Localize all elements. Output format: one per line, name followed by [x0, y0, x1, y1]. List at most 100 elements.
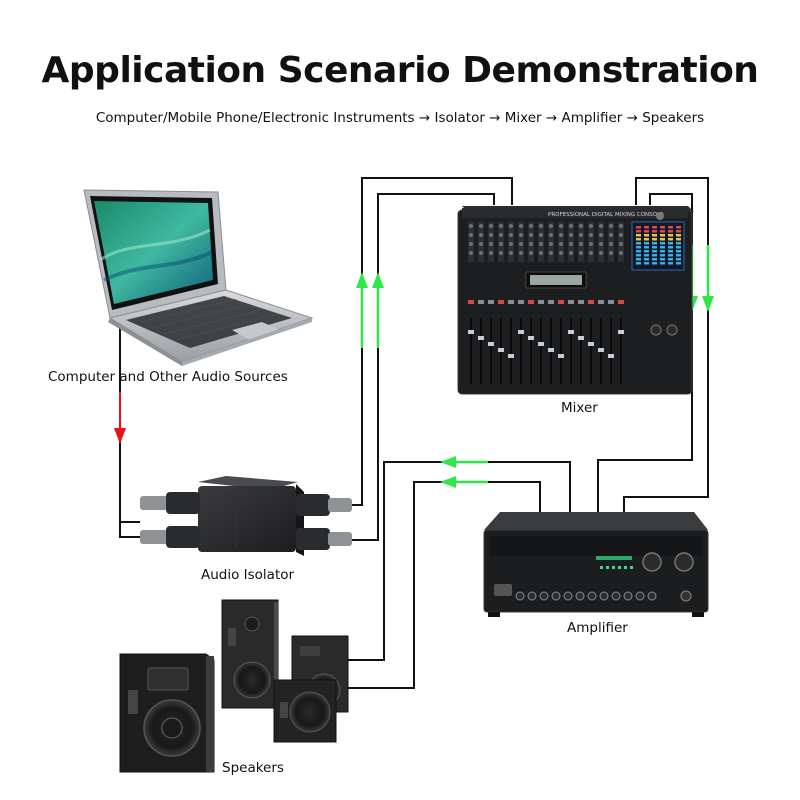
- channel-knob: [589, 242, 593, 246]
- meter-led: [660, 230, 665, 233]
- mixer-icon: PROFESSIONAL DIGITAL MIXING CONSOLE: [457, 206, 694, 395]
- amp-knob: [587, 591, 597, 601]
- green-arrow-up-1: [356, 272, 368, 348]
- channel-knob: [469, 242, 473, 246]
- channel-knob: [529, 242, 533, 246]
- channel-knob: [519, 224, 523, 228]
- meter-led: [644, 258, 649, 261]
- channel-knob: [579, 251, 583, 255]
- fader-cap: [618, 330, 624, 334]
- channel-button: [558, 300, 564, 304]
- channel-knob: [479, 242, 483, 246]
- channel-button: [578, 300, 584, 304]
- amp-knob: [539, 591, 549, 601]
- meter-led: [660, 258, 665, 261]
- channel-knob: [559, 242, 563, 246]
- meter-led: [660, 242, 665, 245]
- channel-knob: [559, 233, 563, 237]
- fader-cap: [578, 336, 584, 340]
- channel-button: [528, 300, 534, 304]
- channel-knob: [609, 251, 613, 255]
- meter-led: [676, 258, 681, 261]
- channel-knob: [569, 224, 573, 228]
- mixer-panel-text: PROFESSIONAL DIGITAL MIXING CONSOLE: [548, 212, 664, 218]
- channel-knob: [579, 224, 583, 228]
- meter-led: [652, 234, 657, 237]
- channel-button: [488, 300, 494, 304]
- meter-led: [636, 246, 641, 249]
- channel-button: [538, 300, 544, 304]
- amp-led: [630, 566, 633, 569]
- amp-knob: [623, 591, 633, 601]
- meter-led: [644, 238, 649, 241]
- fader-cap: [538, 342, 544, 346]
- speakers-icon: [119, 599, 349, 773]
- signal-arrows: [114, 245, 714, 488]
- meter-led: [644, 226, 649, 229]
- channel-knob: [509, 233, 513, 237]
- channel-knob: [469, 224, 473, 228]
- meter-led: [636, 226, 641, 229]
- channel-knob: [589, 224, 593, 228]
- channel-knob: [599, 251, 603, 255]
- channel-button: [508, 300, 514, 304]
- meter-led: [636, 238, 641, 241]
- meter-led: [668, 238, 673, 241]
- meter-led: [652, 250, 657, 253]
- meter-led: [668, 250, 673, 253]
- amp-knob: [575, 591, 585, 601]
- channel-knob: [489, 242, 493, 246]
- xlr-input-connectors: [140, 492, 200, 548]
- channel-knob: [509, 224, 513, 228]
- green-arrow-up-2: [372, 272, 384, 348]
- meter-led: [668, 246, 673, 249]
- meter-led: [676, 250, 681, 253]
- amp-knob: [647, 591, 657, 601]
- channel-knob: [569, 242, 573, 246]
- green-arrow-down-2: [702, 245, 714, 312]
- channel-knob: [489, 224, 493, 228]
- cable-isolator-to-mixer-l: [350, 177, 513, 506]
- amp-led: [618, 566, 621, 569]
- amp-knob: [635, 591, 645, 601]
- meter-led: [668, 234, 673, 237]
- channel-knob: [529, 251, 533, 255]
- channel-knob: [519, 233, 523, 237]
- fader-cap: [558, 354, 564, 358]
- meter-led: [644, 230, 649, 233]
- channel-button: [518, 300, 524, 304]
- meter-led: [636, 250, 641, 253]
- fader-cap: [498, 348, 504, 352]
- amp-led: [606, 566, 609, 569]
- amp-led: [600, 566, 603, 569]
- amplifier-knobs: [515, 566, 657, 601]
- meter-led: [676, 246, 681, 249]
- meter-led: [644, 242, 649, 245]
- meter-led: [652, 242, 657, 245]
- speaker-small: [273, 679, 337, 743]
- channel-button: [618, 300, 624, 304]
- meter-led: [668, 258, 673, 261]
- amplifier-icon: [483, 512, 709, 617]
- channel-knob: [479, 224, 483, 228]
- channel-knob: [499, 251, 503, 255]
- channel-button: [548, 300, 554, 304]
- meter-led: [676, 226, 681, 229]
- cable-amp-to-speakers-b: [348, 481, 541, 689]
- channel-knob: [469, 251, 473, 255]
- channel-button: [608, 300, 614, 304]
- channel-knob: [609, 242, 613, 246]
- mixer-level-meters: [636, 226, 681, 265]
- channel-knob: [539, 242, 543, 246]
- signal-chain-subtitle: Computer/Mobile Phone/Electronic Instrum…: [95, 110, 705, 126]
- page-title: Application Scenario Demonstration: [41, 50, 759, 91]
- channel-button: [468, 300, 474, 304]
- channel-button: [598, 300, 604, 304]
- speakers-label: Speakers: [222, 760, 284, 776]
- channel-knob: [569, 251, 573, 255]
- meter-led: [652, 230, 657, 233]
- mixer-channel-strips: [468, 222, 624, 384]
- mixer-label: Mixer: [561, 400, 598, 416]
- cable-mixer-to-amp-a: [623, 177, 709, 513]
